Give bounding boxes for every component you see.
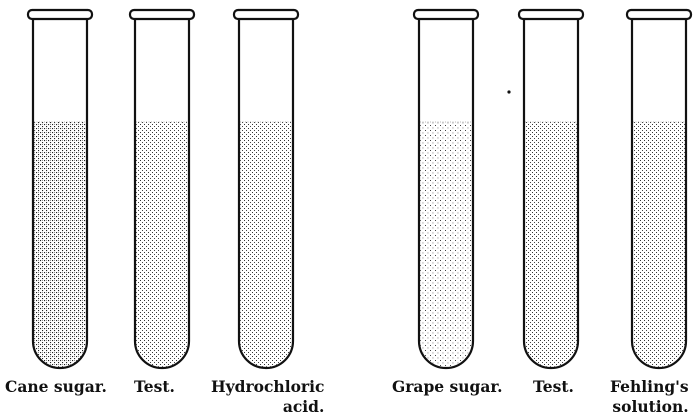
tube-rim-grape-sugar: [412, 8, 480, 21]
label-line: Test.: [533, 377, 574, 396]
tube-outline-test-1: [133, 18, 191, 370]
label-line: Hydrochloric: [211, 377, 325, 396]
label-line: Test.: [134, 377, 175, 396]
label-line: Cane sugar.: [5, 377, 107, 396]
test-tube-cane-sugar: [26, 8, 94, 370]
liquid-test-1: [136, 122, 188, 367]
tube-rim-hydrochloric-acid: [232, 8, 300, 21]
label-line: solution.: [612, 397, 689, 416]
label-grape-sugar: Grape sugar.: [392, 377, 503, 397]
liquid-cane-sugar: [34, 122, 86, 367]
test-tube-test-1: [128, 8, 196, 370]
tube-outline-cane-sugar: [31, 18, 89, 370]
test-tube-fehlings-solution: [625, 8, 693, 370]
liquid-hydrochloric-acid: [240, 122, 292, 367]
label-cane-sugar: Cane sugar.: [5, 377, 107, 397]
stray-dot: [507, 90, 511, 94]
label-test-2: Test.: [533, 377, 574, 397]
tube-rim-fehlings-solution: [625, 8, 693, 21]
tube-rim-test-1: [128, 8, 196, 21]
tube-outline-test-2: [522, 18, 580, 370]
tube-rim-cane-sugar: [26, 8, 94, 21]
label-line: Grape sugar.: [392, 377, 503, 396]
liquid-test-2: [525, 122, 577, 367]
test-tube-grape-sugar: [412, 8, 480, 370]
test-tube-test-2: [517, 8, 585, 370]
tube-outline-grape-sugar: [417, 18, 475, 370]
label-line: Fehling's: [610, 377, 689, 396]
tube-rim-test-2: [517, 8, 585, 21]
tube-outline-hydrochloric-acid: [237, 18, 295, 370]
liquid-fehlings-solution: [633, 122, 685, 367]
label-line: acid.: [282, 397, 325, 416]
label-test-1: Test.: [134, 377, 175, 397]
liquid-grape-sugar: [420, 122, 472, 367]
tube-outline-fehlings-solution: [630, 18, 688, 370]
test-tube-hydrochloric-acid: [232, 8, 300, 370]
